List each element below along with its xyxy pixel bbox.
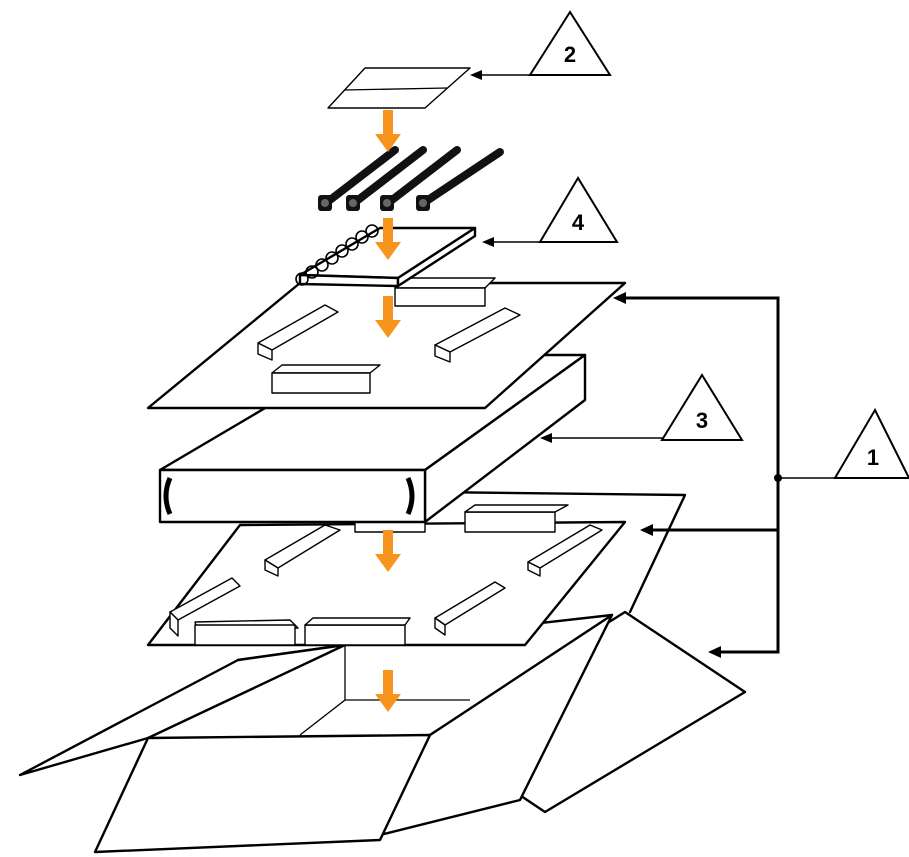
shipping-box [20,612,745,852]
callout-number: 4 [572,210,585,235]
callout-3: 3 [662,375,742,440]
callout-1: 1 [835,410,909,478]
down-arrow [375,670,401,712]
chassis-front-bezel [160,470,425,522]
callout-number: 3 [696,408,708,433]
power-cords [318,150,508,211]
callout-2: 2 [530,12,610,75]
document-sheet [328,68,470,108]
callout-4: 4 [540,178,617,242]
down-arrow [375,110,401,152]
power-cord [416,152,508,211]
callout-number: 2 [564,42,576,67]
box-front-face [95,735,430,852]
callout-number: 1 [867,445,879,470]
